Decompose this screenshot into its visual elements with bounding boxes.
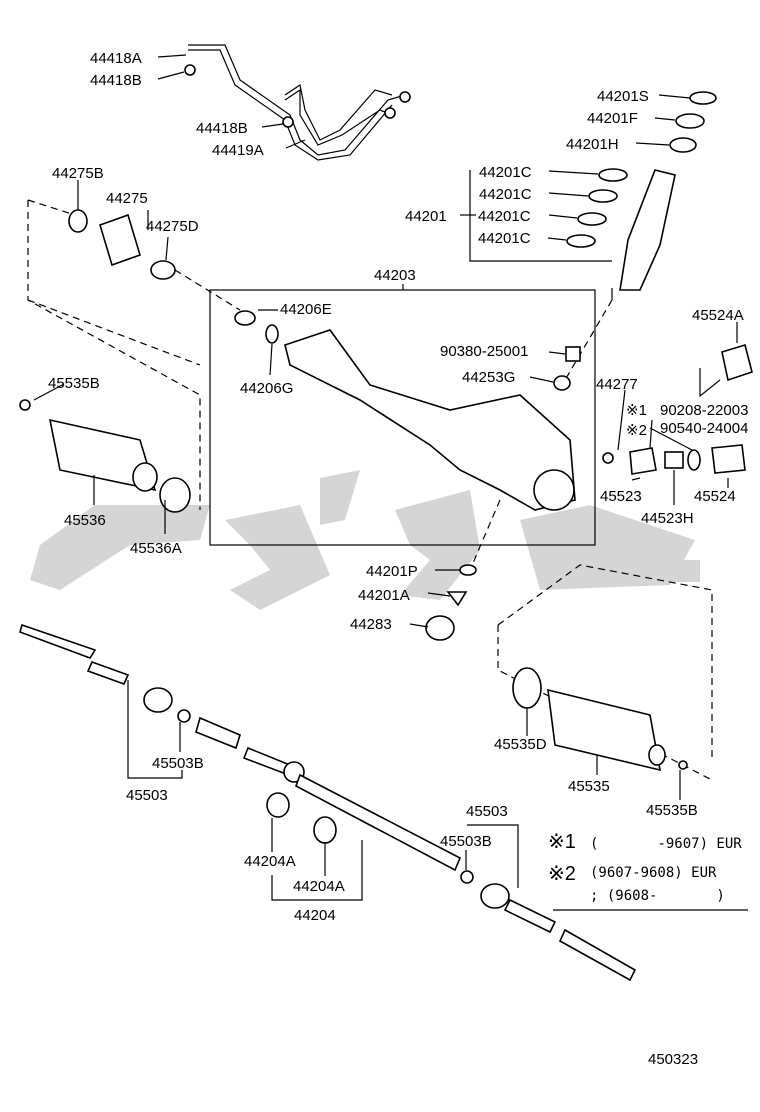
label-45503B-left: 45503B — [152, 755, 204, 772]
label-44418A: 44418A — [90, 50, 142, 67]
label-44275D: 44275D — [146, 218, 199, 235]
rack-and-tie-rods — [19, 623, 637, 982]
label-45524A: 45524A — [692, 307, 744, 324]
label-90208-22003: 90208-22003 — [660, 402, 748, 419]
rack-housing — [234, 310, 581, 511]
label-90540-24004: 90540-24004 — [660, 420, 748, 437]
label-44418B-mid: 44418B — [196, 120, 248, 137]
label-45503-right: 45503 — [466, 803, 508, 820]
label-45524: 45524 — [694, 488, 736, 505]
note-line-1: ( -9607) EUR — [590, 836, 742, 852]
label-44201F: 44201F — [587, 110, 638, 127]
note-mark-1: ※1 — [548, 831, 576, 853]
part-labels: 44418A 44418B 44418B 44419A 44201S 44201… — [48, 50, 748, 924]
label-45503-left: 45503 — [126, 787, 168, 804]
label-44275B: 44275B — [52, 165, 104, 182]
label-44418B-top: 44418B — [90, 72, 142, 89]
label-44201C-1: 44201C — [479, 164, 532, 181]
mark1-small: ※1 — [626, 402, 647, 419]
label-44203: 44203 — [374, 267, 416, 284]
label-44201C-3: 44201C — [478, 208, 531, 225]
label-44201C-4: 44201C — [478, 230, 531, 247]
label-44523H: 44523H — [641, 510, 694, 527]
pressure-tube-set — [184, 44, 411, 161]
rack-guide-adjuster — [602, 343, 753, 475]
label-44253G: 44253G — [462, 369, 515, 386]
label-45535D: 45535D — [494, 736, 547, 753]
label-45535B-right: 45535B — [646, 802, 698, 819]
label-44201: 44201 — [405, 208, 447, 225]
label-44201S: 44201S — [597, 88, 649, 105]
label-45535: 45535 — [568, 778, 610, 795]
label-44201A: 44201A — [358, 587, 410, 604]
label-44204A-1: 44204A — [244, 853, 296, 870]
label-44201P: 44201P — [366, 563, 418, 580]
label-44419A: 44419A — [212, 142, 264, 159]
label-45536: 45536 — [64, 512, 106, 529]
label-44206E: 44206E — [280, 301, 332, 318]
left-boot-parts — [19, 209, 191, 513]
note-line-2: (9607-9608) EUR — [590, 865, 717, 881]
label-44204: 44204 — [294, 907, 336, 924]
label-44201C-2: 44201C — [479, 186, 532, 203]
label-45523: 45523 — [600, 488, 642, 505]
label-45536A: 45536A — [130, 540, 182, 557]
label-44201H: 44201H — [566, 136, 619, 153]
pinion-seal-stack — [566, 91, 717, 300]
label-90380-25001: 90380-25001 — [440, 343, 528, 360]
label-45535B-left: 45535B — [48, 375, 100, 392]
leader-lines — [33, 54, 748, 911]
mark2-small: ※2 — [626, 422, 647, 439]
label-44277: 44277 — [596, 376, 638, 393]
label-44283: 44283 — [350, 616, 392, 633]
right-boot-parts — [512, 667, 688, 772]
note-line-3: ; (9608- ) — [590, 888, 725, 904]
label-45503B-right: 45503B — [440, 833, 492, 850]
label-44275: 44275 — [106, 190, 148, 207]
label-44204A-2: 44204A — [293, 878, 345, 895]
applicability-notes: ※1 ( -9607) EUR ※2 (9607-9608) EUR ; (96… — [548, 831, 742, 904]
diagram-id: 450323 — [648, 1051, 698, 1068]
label-44206G: 44206G — [240, 380, 293, 397]
note-mark-2: ※2 — [548, 863, 576, 885]
